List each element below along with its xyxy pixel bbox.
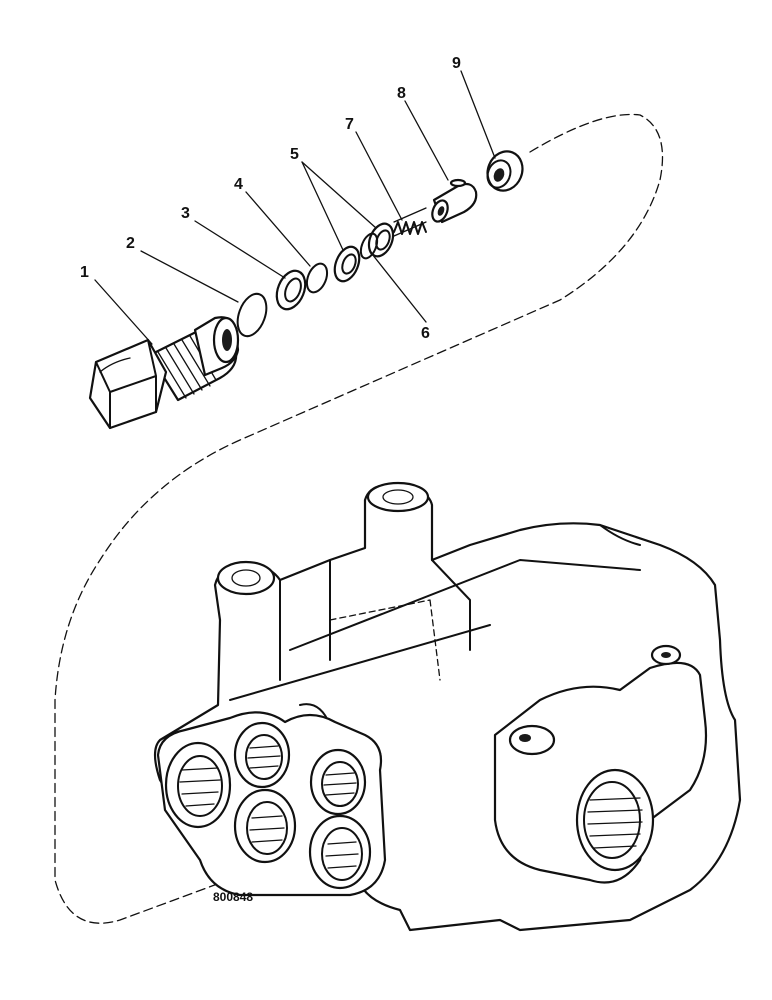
part-7-spring — [393, 207, 427, 237]
callout-9: 9 — [452, 55, 461, 72]
part-1-relief-valve-cartridge — [88, 316, 240, 430]
callout-4: 4 — [234, 176, 243, 193]
part-2-o-ring — [236, 292, 268, 338]
leader-lines — [94, 70, 496, 345]
assembly-boundary-line — [54, 113, 664, 924]
leader-5a — [301, 161, 344, 251]
callout-2: 2 — [126, 235, 135, 252]
callout-5: 5 — [290, 146, 299, 163]
leader-2 — [140, 250, 239, 303]
leader-5b — [301, 161, 377, 229]
leader-7 — [355, 131, 403, 221]
leader-8 — [404, 100, 449, 181]
leader-4 — [245, 191, 311, 267]
leader-1 — [94, 279, 153, 345]
figure-reference-code: 800848 — [213, 890, 253, 904]
callout-7: 7 — [345, 116, 354, 133]
control-valve-body — [153, 481, 742, 932]
part-8-poppet — [431, 178, 478, 224]
part-5-washer-b — [367, 222, 395, 258]
callout-3: 3 — [181, 205, 190, 222]
front-ports — [164, 721, 372, 890]
callout-6: 6 — [421, 325, 430, 342]
leader-3 — [194, 220, 286, 279]
callout-1: 1 — [80, 264, 89, 281]
leader-6 — [371, 253, 427, 323]
part-4-o-ring — [305, 262, 329, 294]
part-6-o-ring — [359, 232, 379, 260]
callout-8: 8 — [397, 85, 406, 102]
part-9-seat — [486, 150, 524, 192]
part-5-washer-a — [333, 245, 361, 283]
callout-numbers: 1 2 3 4 5 6 7 8 9 — [80, 55, 461, 342]
part-3-washer — [275, 269, 307, 311]
leader-9 — [460, 70, 496, 159]
